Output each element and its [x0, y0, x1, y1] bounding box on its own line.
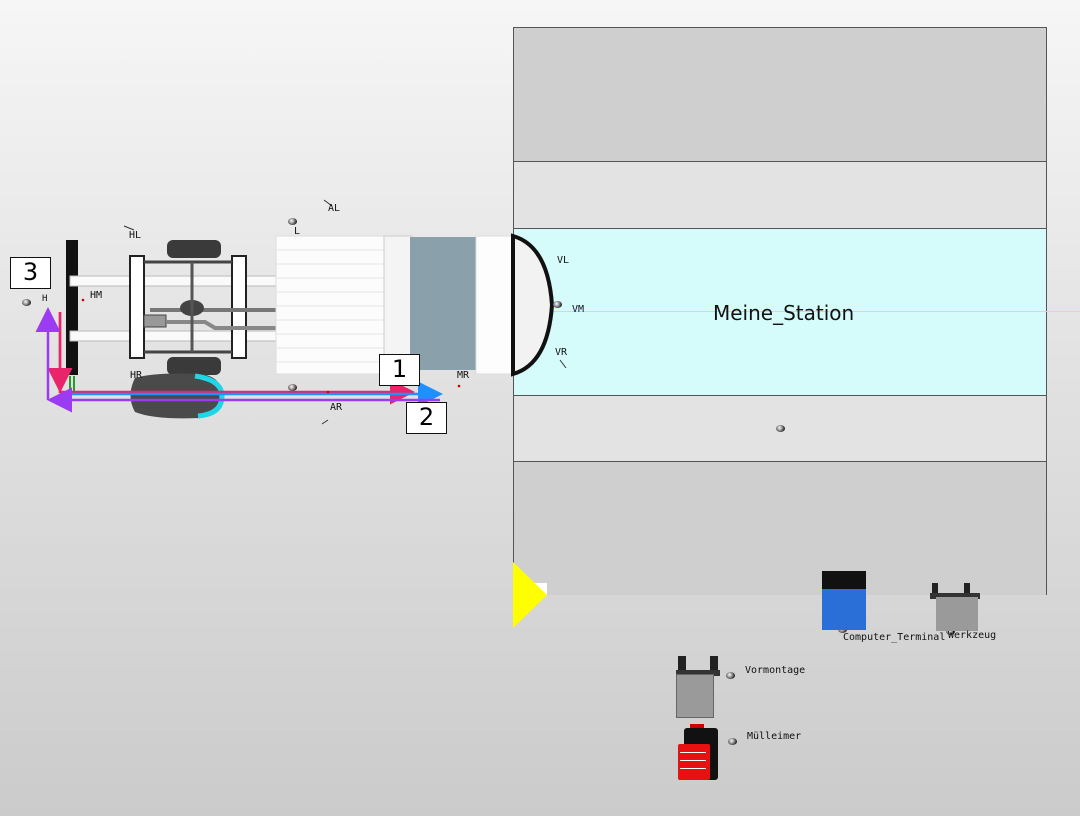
route-number-1[interactable]: 1	[379, 354, 420, 386]
route-number-3[interactable]: 3	[10, 257, 51, 289]
wheel-rear-left	[167, 240, 221, 258]
muelleimer-object[interactable]	[676, 724, 720, 780]
station-band-top	[514, 28, 1046, 162]
point-label-l: L	[294, 226, 301, 237]
vormontage-label: Vormontage	[745, 665, 806, 676]
station-entry-marker[interactable]	[513, 562, 547, 628]
vehicle-hood	[511, 233, 555, 377]
point-marker-h[interactable]	[22, 299, 31, 306]
muelleimer-label: Mülleimer	[747, 731, 802, 742]
werkzeug-object[interactable]	[930, 583, 980, 631]
station-name-label: Meine_Station	[713, 301, 855, 325]
point-label-mr: MR	[457, 370, 470, 381]
werkzeug-label: Werkzeug	[948, 630, 997, 641]
point-marker-station[interactable]	[776, 425, 785, 432]
station-band-upper	[514, 162, 1046, 229]
point-marker-ar[interactable]	[288, 384, 297, 391]
station-band-bottom	[514, 462, 1046, 595]
vormontage-object[interactable]	[676, 656, 720, 718]
computer-terminal-label: Computer_Terminal	[843, 632, 946, 643]
station-center-line	[548, 311, 1080, 312]
point-label-hr: HR	[130, 370, 143, 381]
point-label-vl: VL	[557, 255, 570, 266]
point-label-h: H	[42, 294, 48, 304]
computer-terminal-top	[822, 571, 866, 589]
point-label-al: AL	[328, 203, 341, 214]
point-label-ar: AR	[330, 402, 343, 413]
axle-frame-rear	[129, 255, 145, 359]
point-label-hl: HL	[129, 230, 142, 241]
computer-terminal-object[interactable]	[822, 571, 866, 630]
vehicle-cab	[383, 235, 413, 375]
wheel-rear-right	[167, 357, 221, 375]
axle-frame-front	[231, 255, 247, 359]
station-band-work-zone[interactable]	[514, 229, 1046, 396]
route-1-path	[58, 312, 415, 405]
point-marker-l[interactable]	[288, 218, 297, 225]
point-label-hm: HM	[90, 290, 103, 301]
route-number-2[interactable]: 2	[406, 402, 447, 434]
point-marker-vm[interactable]	[553, 301, 562, 308]
point-marker-werkzeug[interactable]	[946, 628, 955, 635]
point-marker-muelleimer[interactable]	[728, 738, 737, 745]
point-label-vr: VR	[555, 347, 568, 358]
computer-terminal-front	[822, 589, 866, 630]
wheel-swept-hr	[130, 373, 222, 419]
vehicle-windshield	[410, 237, 478, 370]
point-marker-vormontage[interactable]	[726, 672, 735, 679]
vehicle-body	[275, 235, 389, 375]
point-label-vm: VM	[572, 304, 585, 315]
muelleimer-bin-body	[678, 744, 710, 780]
